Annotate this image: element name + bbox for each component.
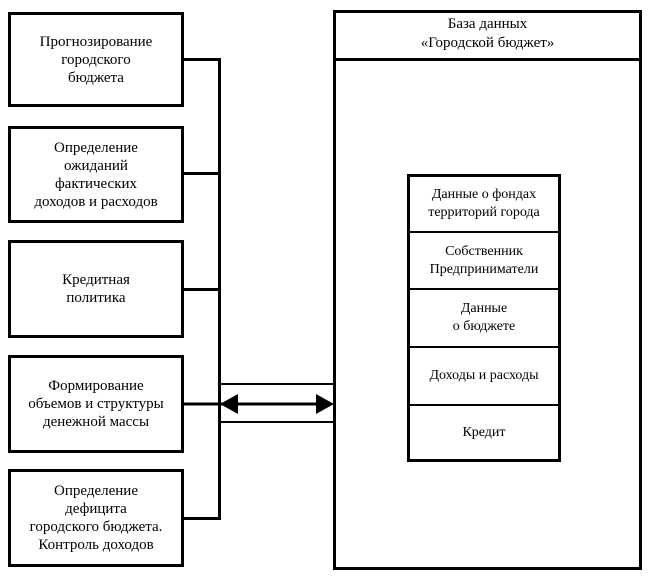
channel-bottom-line bbox=[218, 421, 335, 423]
connector-line-5 bbox=[184, 517, 220, 520]
database-section-income-expenses: Доходы и расходы bbox=[409, 348, 559, 404]
box-credit-policy: Кредитная политика bbox=[8, 240, 184, 338]
box-budget-deficit: Определение дефицита городского бюджета.… bbox=[8, 469, 184, 567]
connector-line-1 bbox=[184, 58, 220, 61]
database-section-income-expenses-label: Доходы и расходы bbox=[429, 368, 539, 383]
section-divider-1 bbox=[409, 231, 559, 233]
box-expected-income-expenses: Определение ожиданий фактических доходов… bbox=[8, 126, 184, 223]
arrow-head-right-icon bbox=[316, 394, 334, 414]
box-money-supply: Формирование объемов и структуры денежно… bbox=[8, 355, 184, 453]
channel-top-line bbox=[218, 383, 335, 385]
box-budget-forecasting-label: Прогнозирование городского бюджета bbox=[39, 33, 153, 86]
database-title-divider bbox=[333, 58, 642, 61]
box-credit-policy-label: Кредитная политика bbox=[62, 272, 130, 306]
database-title-text: База данных «Городской бюджет» bbox=[420, 16, 555, 51]
vertical-bus-line bbox=[218, 58, 221, 520]
box-expected-income-expenses-label: Определение ожиданий фактических доходов… bbox=[34, 139, 158, 210]
database-title: База данных «Городской бюджет» bbox=[335, 10, 640, 58]
connector-line-3 bbox=[184, 288, 220, 291]
database-sections-box bbox=[407, 174, 561, 462]
section-divider-2 bbox=[409, 288, 559, 290]
box-budget-forecasting: Прогнозирование городского бюджета bbox=[8, 12, 184, 107]
database-section-credit-label: Кредит bbox=[462, 424, 506, 440]
arrow-head-left-icon bbox=[220, 394, 238, 414]
database-section-budget-data: Данные о бюджете bbox=[409, 290, 559, 346]
database-section-city-funds: Данные о фондах территорий города bbox=[409, 177, 559, 231]
box-money-supply-label: Формирование объемов и структуры денежно… bbox=[28, 378, 164, 430]
database-section-city-funds-label: Данные о фондах территорий города bbox=[428, 187, 540, 220]
box-budget-deficit-label: Определение дефицита городского бюджета.… bbox=[29, 483, 163, 553]
database-section-owner: Собственник Предприниматели bbox=[409, 233, 559, 288]
database-section-credit: Кредит bbox=[409, 406, 559, 459]
section-divider-3 bbox=[409, 346, 559, 348]
connector-line-2 bbox=[184, 172, 220, 175]
database-section-budget-data-label: Данные о бюджете bbox=[452, 301, 516, 334]
section-divider-4 bbox=[409, 404, 559, 406]
database-section-owner-label: Собственник Предприниматели bbox=[429, 243, 539, 277]
